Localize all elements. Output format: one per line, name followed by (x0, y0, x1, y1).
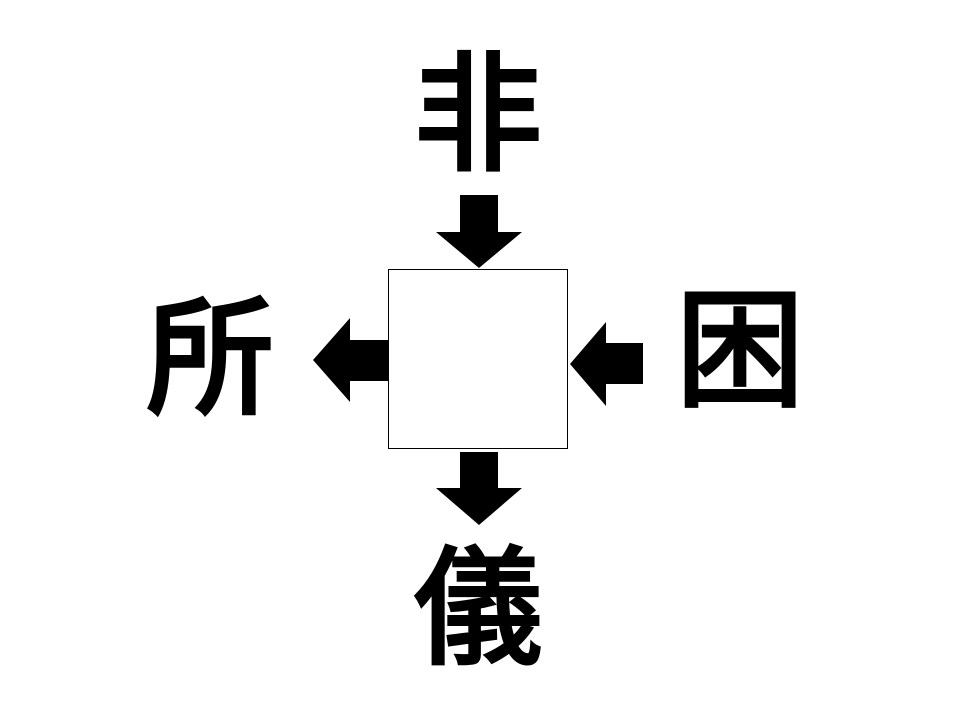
answer-box[interactable] (388, 269, 568, 449)
bottom-kanji: 儀 (413, 535, 542, 684)
arrow-down-icon (436, 195, 522, 268)
top-kanji: 非 (413, 41, 542, 190)
right-kanji: 困 (675, 277, 804, 426)
arrow-left-icon (570, 322, 643, 406)
arrow-down-icon (436, 452, 522, 525)
arrow-left-icon (313, 318, 388, 402)
left-kanji: 所 (145, 285, 274, 434)
